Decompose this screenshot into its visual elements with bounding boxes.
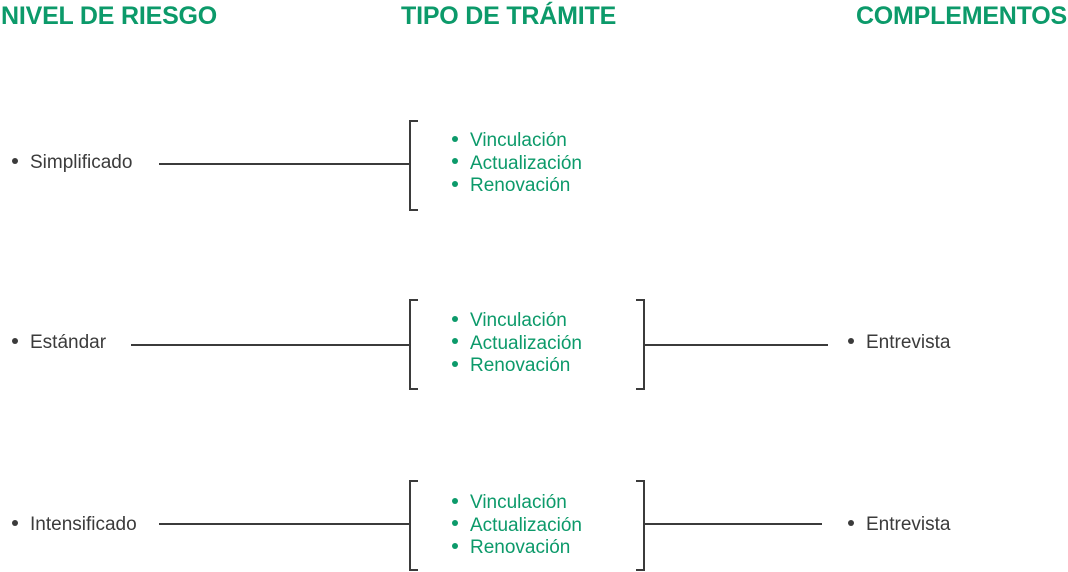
risk-level-estandar: Estándar — [12, 332, 106, 354]
bullet-icon — [452, 360, 458, 367]
procedure-item: Actualización — [452, 333, 582, 356]
complement-label: Entrevista — [866, 514, 951, 535]
bullet-icon — [12, 337, 18, 344]
bullet-icon — [452, 542, 458, 549]
procedure-item: Vinculación — [452, 130, 582, 153]
risk-level-label: Intensificado — [30, 514, 137, 535]
bullet-icon — [452, 135, 458, 142]
procedure-item: Actualización — [452, 515, 582, 538]
procedure-item: Renovación — [452, 175, 582, 198]
risk-level-label: Estándar — [30, 332, 107, 353]
procedure-list-row-1: Vinculación Actualización Renovación — [452, 130, 582, 198]
bracket-left-row-1 — [409, 120, 418, 211]
procedure-list-row-2: Vinculación Actualización Renovación — [452, 310, 582, 378]
procedure-label: Vinculación — [470, 492, 567, 513]
procedure-list-row-3: Vinculación Actualización Renovación — [452, 492, 582, 560]
heading-complements: COMPLEMENTOS — [855, 2, 1067, 30]
bullet-icon — [452, 497, 458, 504]
bracket-right-row-2 — [636, 299, 645, 390]
bullet-icon — [12, 157, 18, 164]
heading-risk-level: NIVEL DE RIESGO — [1, 2, 218, 30]
procedure-label: Vinculación — [470, 310, 567, 331]
bracket-right-row-3 — [636, 480, 645, 571]
procedure-item: Actualización — [452, 153, 582, 176]
bullet-icon — [848, 519, 854, 526]
bullet-icon — [452, 520, 458, 527]
complement-label: Entrevista — [866, 332, 951, 353]
risk-level-label: Simplificado — [30, 152, 133, 173]
bullet-icon — [452, 180, 458, 187]
risk-level-simplificado: Simplificado — [12, 152, 132, 174]
bullet-icon — [452, 338, 458, 345]
procedure-label: Renovación — [470, 355, 571, 376]
procedure-item: Vinculación — [452, 492, 582, 515]
heading-procedure-type: TIPO DE TRÁMITE — [401, 2, 617, 30]
bullet-icon — [452, 158, 458, 165]
procedure-label: Renovación — [470, 537, 571, 558]
procedure-label: Actualización — [470, 152, 582, 174]
procedure-label: Renovación — [470, 175, 571, 196]
bracket-left-row-3 — [409, 480, 418, 571]
complement-entrevista-row-2: Entrevista — [848, 332, 950, 354]
procedure-label: Actualización — [470, 332, 582, 354]
procedure-label: Actualización — [470, 514, 582, 536]
risk-level-intensificado: Intensificado — [12, 514, 137, 536]
bullet-icon — [452, 315, 458, 322]
complement-entrevista-row-3: Entrevista — [848, 514, 950, 536]
procedure-item: Renovación — [452, 355, 582, 378]
procedure-item: Renovación — [452, 537, 582, 560]
bracket-left-row-2 — [409, 299, 418, 390]
procedure-item: Vinculación — [452, 310, 582, 333]
procedure-label: Vinculación — [470, 130, 567, 151]
bullet-icon — [848, 337, 854, 344]
bullet-icon — [12, 519, 18, 526]
